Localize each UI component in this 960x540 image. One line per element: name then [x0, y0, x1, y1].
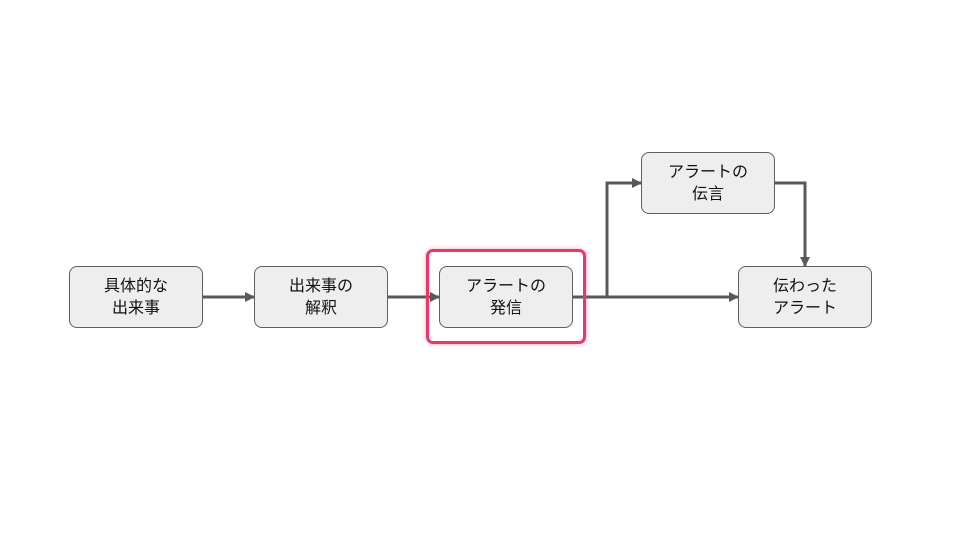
node-label-line: アラートの: [667, 162, 748, 181]
node-label-line: アラートの: [465, 276, 546, 295]
node-alert-issue: アラートの 発信: [439, 266, 573, 328]
node-label-line: 出来事: [111, 298, 160, 317]
node-label-line: 具体的な: [103, 276, 168, 295]
node-label-line: 伝言: [691, 184, 724, 203]
arrow-alert-relay-to-alert-received: [775, 181, 810, 267]
highlight-frame: [426, 249, 586, 344]
node-label-line: 解釈: [304, 298, 337, 317]
node-specific-event: 具体的な 出来事: [69, 266, 203, 328]
node-label-line: 伝わった: [772, 276, 837, 295]
node-interpretation: 出来事の 解釈: [254, 266, 388, 328]
node-alert-relay: アラートの 伝言: [641, 152, 775, 214]
arrow-alert-issue-to-alert-relay: [605, 178, 642, 297]
node-alert-received: 伝わった アラート: [738, 266, 872, 328]
node-label-line: 発信: [489, 298, 522, 317]
node-label-line: 出来事の: [288, 276, 353, 295]
node-label-line: アラート: [772, 298, 837, 317]
